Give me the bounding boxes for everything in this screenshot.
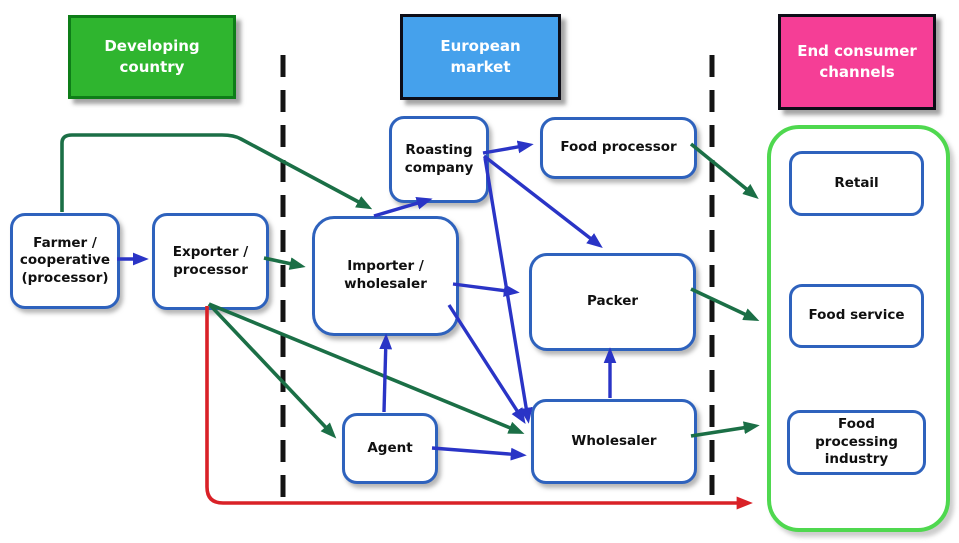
node-food-processor: Food processor	[540, 117, 697, 179]
node-food-processing-industry: Food processing industry	[787, 410, 926, 475]
node-wholesaler: Wholesaler	[531, 399, 697, 484]
node-agent: Agent	[342, 413, 438, 484]
edge-importer-to-wholesaler	[447, 304, 526, 425]
edge-wholesaler-to-food-processing-industry	[690, 421, 760, 438]
edge-importer-to-packer	[452, 282, 520, 297]
node-food-service: Food service	[789, 284, 924, 348]
edge-food-processor-to-retail	[689, 142, 759, 200]
header-european-market: European market	[400, 14, 561, 100]
edge-packer-to-food-service	[690, 287, 760, 322]
node-exporter-processor: Exporter / processor	[152, 213, 269, 310]
edge-roasting-to-food-processor	[482, 140, 534, 155]
edge-agent-to-importer	[379, 333, 393, 413]
header-developing-country: Developing country	[68, 15, 236, 99]
edge-exporter-to-importer	[263, 256, 306, 270]
edge-roasting-to-wholesaler	[483, 157, 533, 424]
node-packer: Packer	[529, 253, 696, 351]
node-retail: Retail	[789, 151, 924, 216]
edge-farmer-to-importer	[60, 133, 373, 212]
node-roasting-company: Roasting company	[389, 116, 489, 203]
header-end-consumer-channels: End consumer channels	[778, 14, 936, 110]
node-importer-wholesaler: Importer / wholesaler	[312, 216, 459, 336]
edge-agent-to-wholesaler	[431, 446, 527, 461]
node-farmer-cooperative: Farmer / cooperative (processor)	[10, 213, 120, 309]
